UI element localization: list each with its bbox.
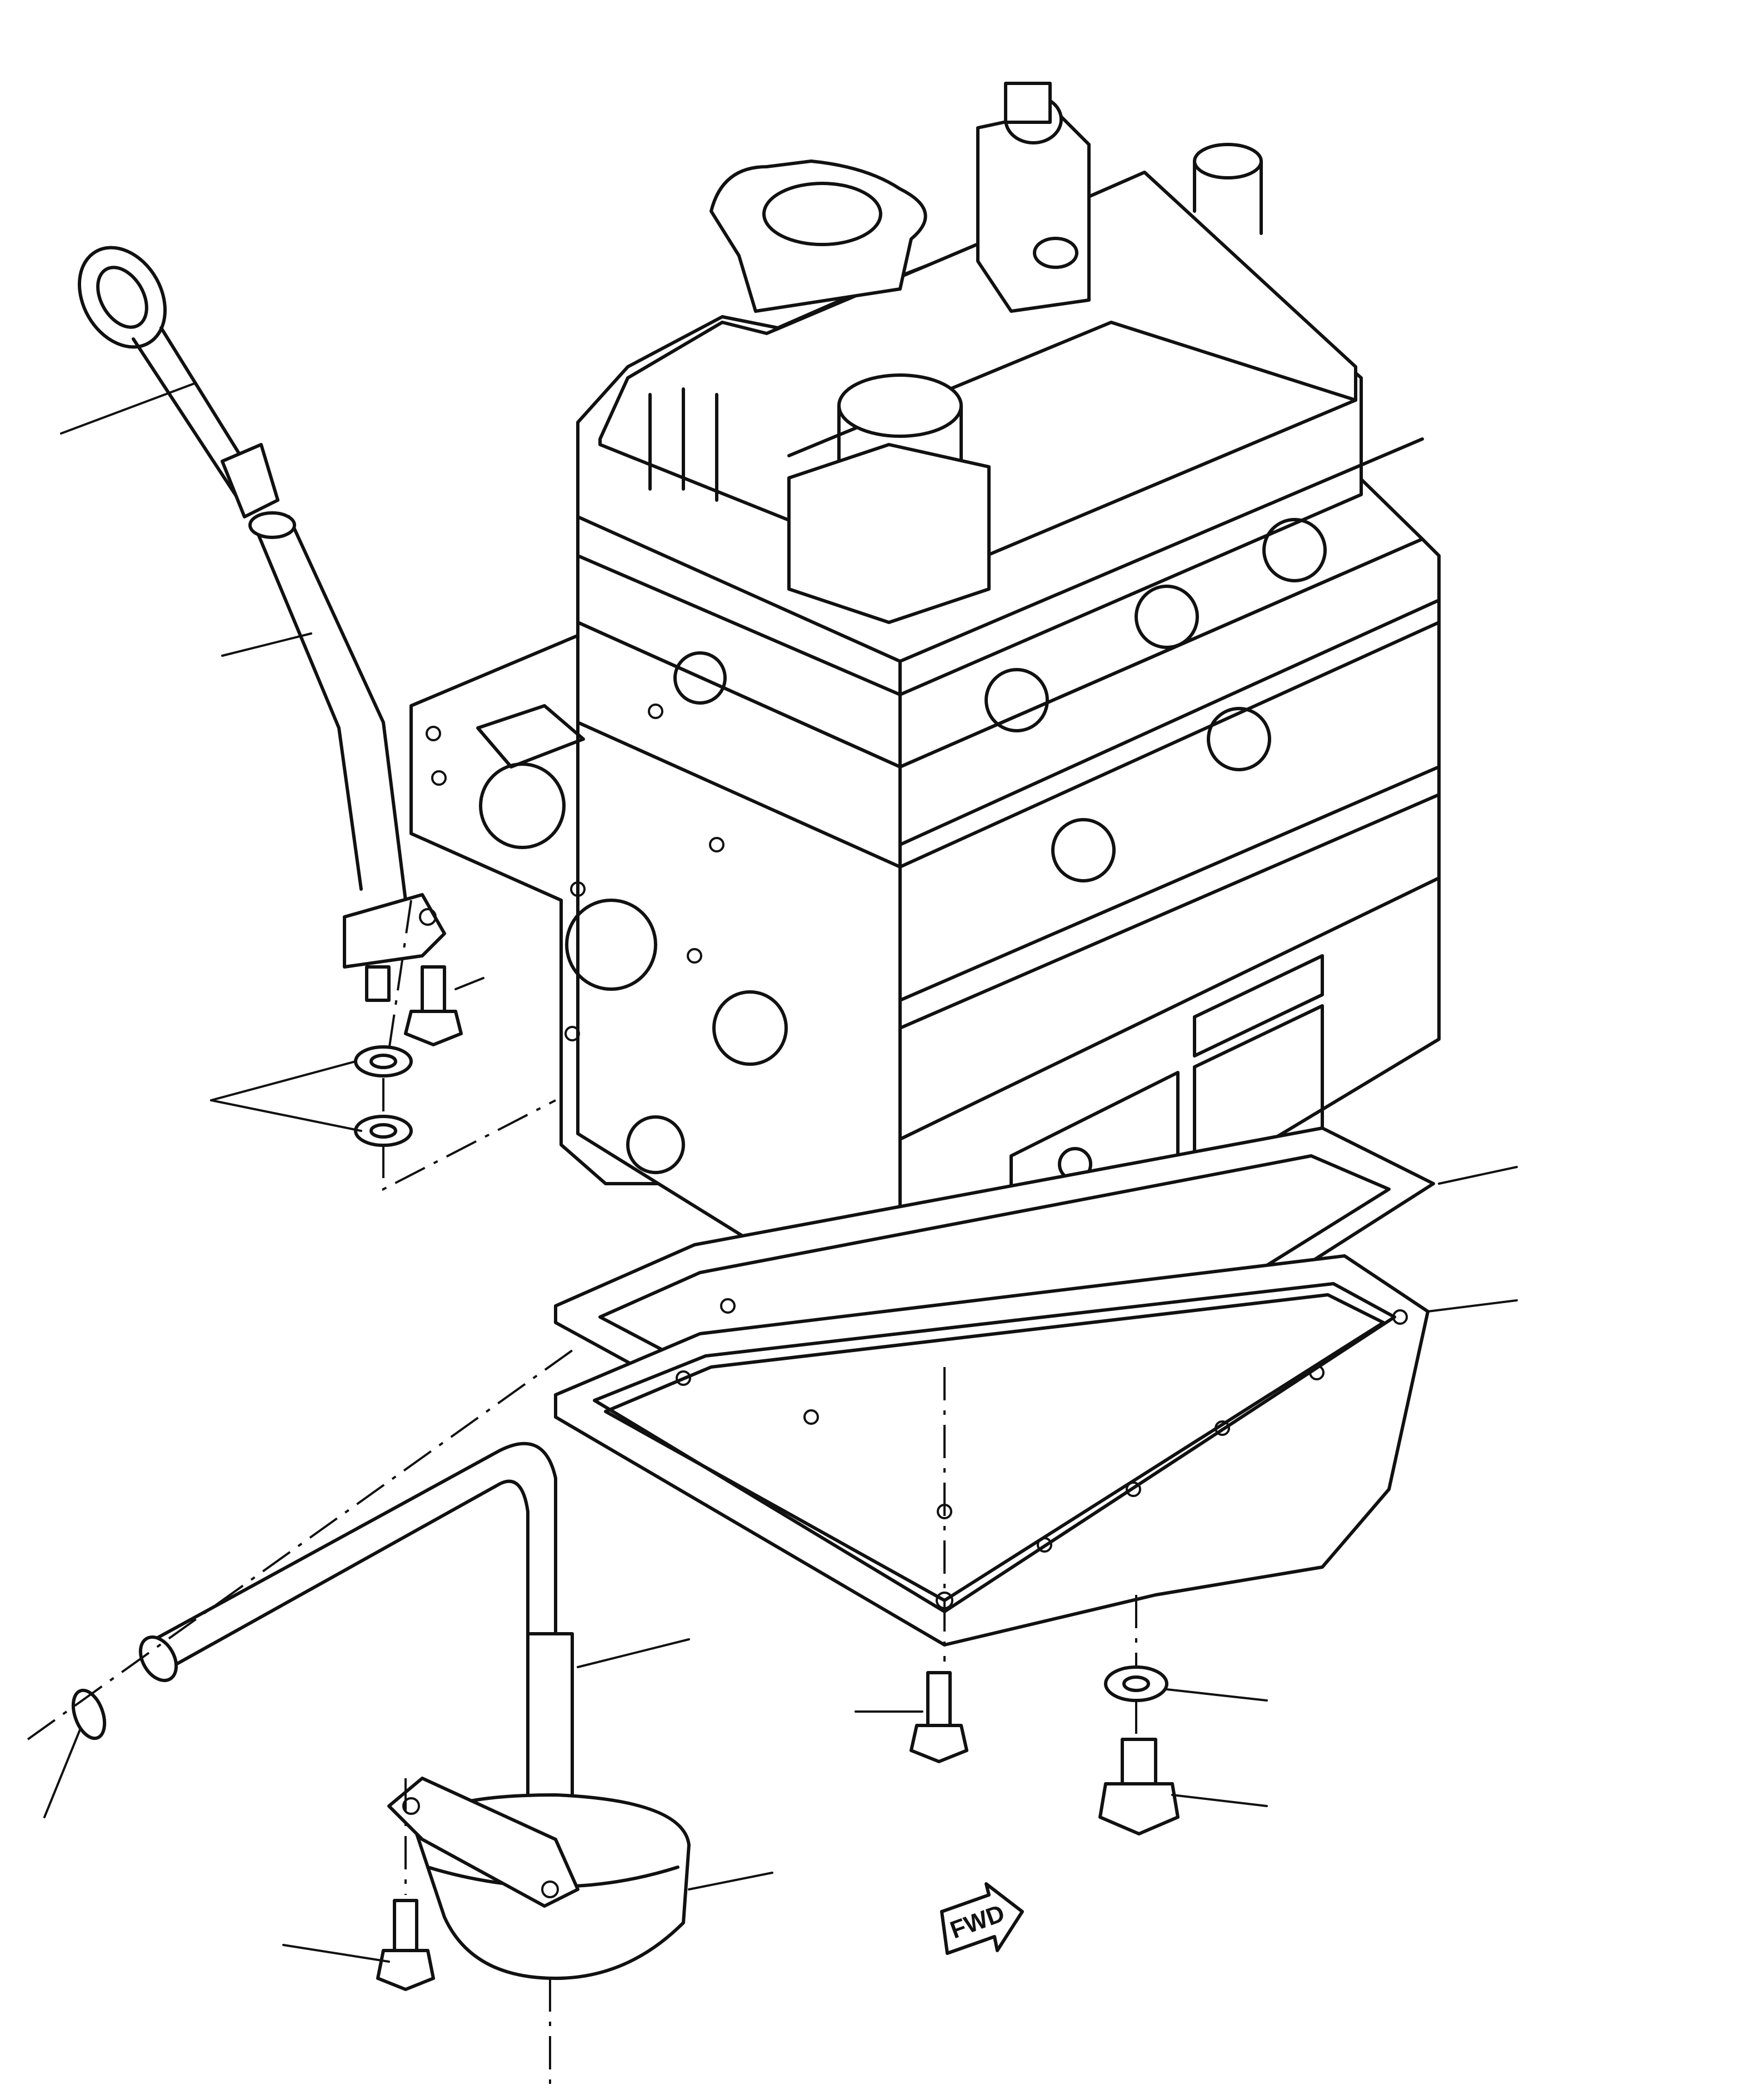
suction-pipe (138, 1441, 557, 1682)
forward-direction-arrow: FWD (940, 1882, 1024, 1955)
boss-c-3 (985, 668, 1049, 732)
oil-strainer (387, 1777, 691, 1980)
drain-plug (1098, 1738, 1180, 1835)
engine-block (409, 82, 1441, 1352)
boss-c-1 (1262, 518, 1327, 582)
oil-pan (554, 1254, 1430, 1647)
sealing-washer-upper (354, 1045, 413, 1078)
strainer-bolt (376, 1899, 435, 1991)
oil-pan-bolt (910, 1671, 968, 1763)
dipstick (77, 246, 279, 518)
dipstick-guide-tube (248, 511, 446, 1002)
drain-plug-gasket (1104, 1665, 1168, 1702)
assembly-centerlines (27, 900, 1137, 2090)
tube-bolt (404, 965, 463, 1046)
sealing-washer-lower (354, 1115, 413, 1147)
callout-leader-lines (43, 382, 1518, 1963)
boss-c-2 (1135, 585, 1199, 649)
